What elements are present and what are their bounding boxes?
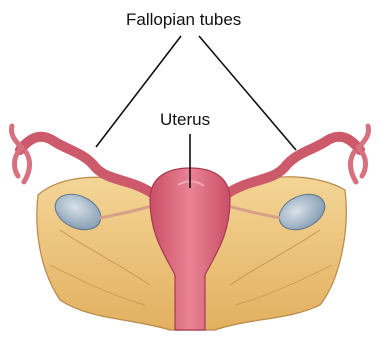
leader-line-left-tube	[96, 36, 181, 147]
leader-line-right-tube	[199, 36, 296, 150]
uterus-label: Uterus	[160, 110, 210, 130]
fallopian-tubes-label: Fallopian tubes	[126, 10, 241, 30]
